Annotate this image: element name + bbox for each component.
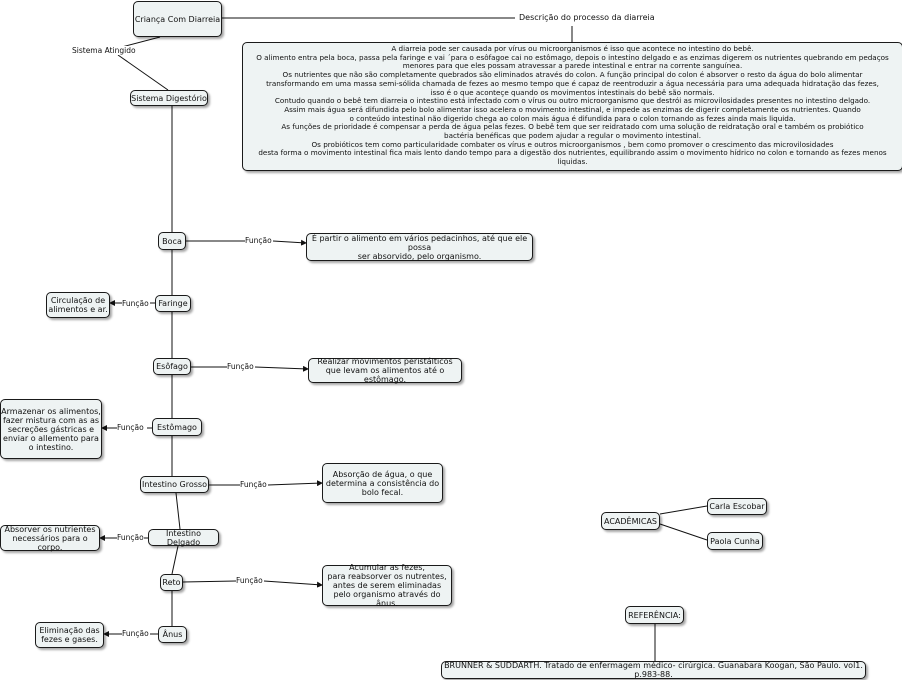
organ-intestino-delgado[interactable]: Intestino Delgado [148, 529, 219, 547]
function-intestino-grosso[interactable]: Absorção de água, o que determina a cons… [322, 463, 443, 503]
function-estomago[interactable]: Armazenar os alimentos, fazer mistura co… [0, 399, 102, 459]
function-esofago[interactable]: Realizar movimentos peristálticos que le… [308, 357, 462, 384]
author-carla-escobar[interactable]: Carla Escobar [707, 498, 767, 515]
referencia-node[interactable]: REFERÊNCIA: [625, 606, 684, 624]
label-funcao-esofago: Função [227, 362, 254, 371]
label-funcao-intestino-grosso: Função [240, 480, 267, 489]
function-intestino-delgado[interactable]: Absorver os nutrientes necessários para … [0, 525, 100, 552]
root-node-crianca-com-diarreia[interactable]: Criança Com Diarreia [133, 1, 222, 37]
edge-label-sistema-atingido: Sistema Atingido [72, 46, 136, 55]
reference-text[interactable]: BRUNNER & SUDDARTH. Tratado de enfermage… [441, 661, 866, 679]
description-text-box[interactable]: A diarreia pode ser causada por vírus ou… [242, 42, 902, 171]
function-reto[interactable]: Acumular as fezes, para reabsorver os nu… [322, 563, 452, 608]
organ-faringe[interactable]: Faringe [155, 295, 191, 312]
academicas-node[interactable]: ACADÊMICAS [601, 512, 660, 530]
label-funcao-reto: Função [236, 576, 263, 585]
label-funcao-faringe: Função [122, 299, 149, 308]
organ-boca[interactable]: Boca [158, 232, 186, 250]
author-paola-cunha[interactable]: Paola Cunha [707, 532, 763, 550]
label-funcao-anus: Função [122, 629, 149, 638]
node-sistema-digestorio[interactable]: Sistema Digestório [130, 90, 208, 106]
label-funcao-intestino-delgado: Função [117, 533, 144, 542]
label-funcao-boca: Função [245, 236, 272, 245]
label-funcao-estomago: Função [117, 423, 144, 432]
description-title: Descrição do processo da diarreia [517, 13, 657, 23]
function-boca[interactable]: É partir o alimento em vários pedacinhos… [306, 233, 533, 261]
organ-reto[interactable]: Reto [160, 574, 183, 591]
function-anus[interactable]: Eliminação das fezes e gases. [35, 622, 104, 648]
organ-estomago[interactable]: Estômago [152, 418, 202, 436]
organ-esofago[interactable]: Esôfago [153, 358, 191, 375]
organ-anus[interactable]: Ânus [158, 626, 187, 643]
function-faringe[interactable]: Circulação de alimentos e ar. [46, 292, 110, 318]
organ-intestino-grosso[interactable]: Intestino Grosso [140, 476, 209, 493]
